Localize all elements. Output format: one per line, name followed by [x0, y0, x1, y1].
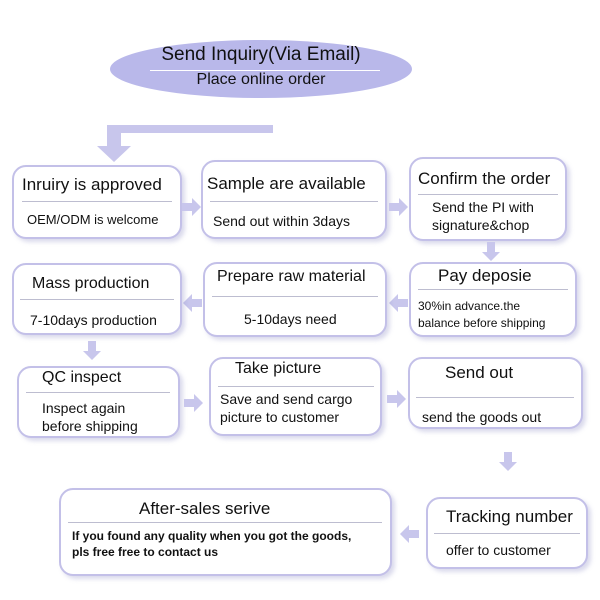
- arrow-right-icon: [182, 198, 201, 216]
- step-title: Tracking number: [446, 507, 573, 526]
- start-ellipse: [110, 40, 412, 98]
- step-desc: send the goods out: [422, 409, 542, 425]
- step-desc-line1: 30%in advance.the: [418, 299, 521, 313]
- arrow-left-icon: [400, 525, 419, 543]
- step-title: Mass production: [32, 275, 150, 292]
- separator: [418, 289, 568, 290]
- step-send-out: [408, 357, 583, 429]
- arrow-down-icon: [499, 452, 517, 471]
- step-title: Inruiry is approved: [22, 175, 162, 194]
- arrow-down-icon: [83, 341, 101, 360]
- step-title: Confirm the order: [418, 169, 551, 188]
- step-desc-line2: before shipping: [42, 418, 138, 434]
- separator: [434, 533, 580, 534]
- step-desc-line2: pls free free to contact us: [72, 545, 219, 559]
- step-prepare-raw-material: [203, 262, 387, 337]
- step-pay-deposit: [409, 262, 577, 337]
- ellipse-divider: [150, 70, 380, 71]
- separator: [418, 194, 558, 195]
- start-subtitle: Place online order: [196, 71, 326, 88]
- step-take-picture: [209, 357, 382, 436]
- start-title: Send Inquiry(Via Email): [161, 44, 361, 65]
- step-title: QC inspect: [42, 369, 122, 386]
- separator: [210, 201, 378, 202]
- step-desc: 7-10days production: [30, 312, 157, 328]
- step-qc-inspect: [17, 366, 180, 438]
- separator: [26, 392, 170, 393]
- step-title: Sample are available: [207, 174, 366, 193]
- separator: [416, 397, 574, 398]
- arrow-right-icon: [389, 198, 408, 216]
- step-title: Pay deposie: [438, 266, 532, 285]
- step-desc: 5-10days need: [244, 311, 337, 327]
- arrow-right-icon: [184, 394, 203, 412]
- step-title: Send out: [445, 363, 514, 382]
- separator: [20, 299, 174, 300]
- arrow-left-icon: [183, 294, 202, 312]
- separator: [212, 296, 378, 297]
- step-desc-line1: Inspect again: [42, 400, 126, 416]
- step-desc-line1: Save and send cargo: [220, 391, 353, 407]
- separator: [68, 522, 382, 523]
- step-after-sales: [59, 488, 392, 576]
- step-title: After-sales serive: [139, 499, 271, 518]
- connector-arrow: [97, 114, 273, 162]
- step-inquiry-approved: [12, 165, 182, 239]
- step-desc-line2: signature&chop: [432, 217, 530, 233]
- step-desc-line2: balance before shipping: [418, 316, 546, 330]
- step-desc-line2: picture to customer: [220, 409, 340, 425]
- step-confirm-order: [409, 157, 567, 241]
- separator: [218, 386, 374, 387]
- step-sample-available: [201, 160, 387, 239]
- step-title: Prepare raw material: [217, 268, 366, 285]
- arrow-right-icon: [387, 390, 406, 408]
- step-desc: Send out within 3days: [213, 213, 350, 229]
- arrow-down-icon: [482, 242, 500, 261]
- separator: [22, 201, 172, 202]
- arrow-left-icon: [389, 294, 408, 312]
- step-desc: OEM/ODM is welcome: [27, 212, 159, 227]
- step-desc-line1: Send the PI with: [432, 199, 534, 215]
- step-desc-line1: If you found any quality when you got th…: [72, 529, 352, 543]
- step-desc: offer to customer: [446, 542, 551, 558]
- step-title: Take picture: [235, 360, 322, 377]
